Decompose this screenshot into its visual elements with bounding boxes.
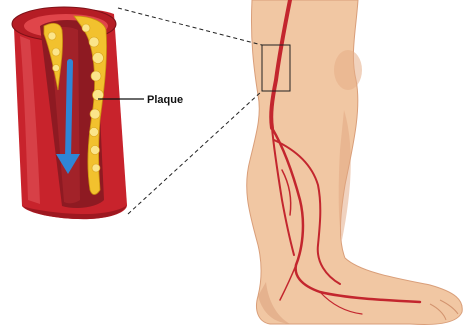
leg-illustration bbox=[247, 0, 463, 325]
plaque-label: Plaque bbox=[147, 94, 183, 106]
zoom-line-bottom bbox=[128, 91, 262, 214]
zoom-line-top bbox=[118, 8, 262, 45]
vessel-cross-section bbox=[12, 7, 127, 219]
knee-shading bbox=[334, 50, 362, 90]
